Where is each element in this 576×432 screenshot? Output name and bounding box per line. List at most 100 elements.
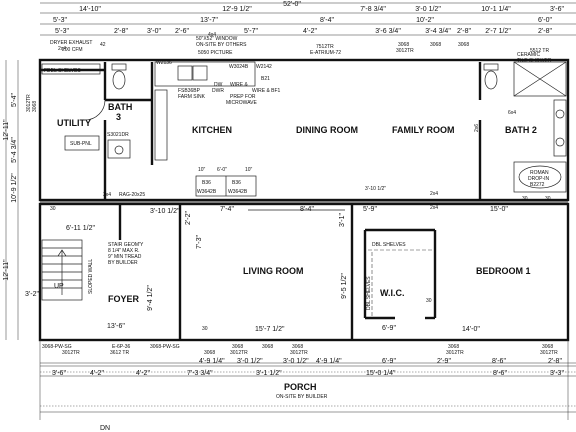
- dryer-cfm: 200 CFM: [62, 47, 83, 53]
- dim-bot-a2: 4'-2": [90, 370, 104, 377]
- left-dimensions: 5'-4" 12'-11" 5'-4 3/4" 10'-9 1/2" 12'-1…: [3, 60, 39, 340]
- dim-7-3: 7'-3": [196, 235, 203, 249]
- door-bot-6: 3068: [232, 344, 243, 350]
- b21-label: B21: [261, 76, 270, 82]
- dim-top2-1: 5'-3": [53, 17, 67, 24]
- door-bot-8: 3068: [262, 344, 273, 350]
- door-left-2: 3068: [32, 101, 38, 112]
- room-family: FAMILY ROOM: [392, 125, 455, 135]
- misc-30-5: 30: [545, 196, 551, 202]
- door-bot-13: 3068: [542, 344, 553, 350]
- roman-1: ROMAN: [530, 170, 549, 176]
- room-living: LIVING ROOM: [243, 266, 304, 276]
- dim-bot-b7: 8'-6": [492, 358, 506, 365]
- b36-a: B36: [202, 180, 211, 186]
- dim-bot-a1: 3'-6": [52, 370, 66, 377]
- porch-label: PORCH: [284, 382, 317, 392]
- door-top-2: 3012TR: [396, 48, 414, 54]
- utility-zone: DRYER EXHAUST 200 CFM FDBL SHELVES UTILI…: [41, 40, 132, 159]
- misc-2x6: 2x6: [474, 124, 480, 132]
- dim-top3-2: 2'-8": [114, 28, 128, 35]
- b36-b: B36: [232, 180, 241, 186]
- room-wic: W.I.C.: [380, 288, 405, 298]
- stair-geom-3: 9" MIN TREAD: [108, 254, 142, 260]
- wire1-label: WIRE &: [230, 82, 248, 88]
- dim-left-1: 5'-4": [11, 93, 18, 107]
- interior-walls: [40, 62, 482, 340]
- dim-bot-a4: 7'-3 3/4": [187, 370, 213, 377]
- cab-dim-3: 10": [245, 167, 253, 173]
- dim-bot-a5: 3'-1 1/2": [256, 370, 282, 377]
- s3021-label: S3021DR: [107, 132, 129, 138]
- rag-label: RAG-20x25: [119, 192, 145, 198]
- door-top-3: 3068: [430, 42, 441, 48]
- micro-label: MICROWAVE: [226, 100, 257, 106]
- room-bath2: BATH 2: [505, 125, 537, 135]
- window-label: 50"X52" WINDOW: [196, 36, 238, 42]
- shower-label-1: CERAMIC: [517, 52, 540, 58]
- misc-30-4: 30: [50, 206, 56, 212]
- dryer-label: DRYER EXHAUST: [50, 40, 92, 46]
- wire2-label: WIRE & BF1: [252, 88, 281, 94]
- dw-label: DW: [214, 82, 223, 88]
- dim-bot-a6: 15'-0 1/4": [366, 370, 396, 377]
- dim-top-1: 14'-10": [79, 6, 101, 13]
- prep-label: PREP FOR: [230, 94, 256, 100]
- w3642-a: W3642B: [197, 189, 217, 195]
- dim-bot-b3: 3'-0 1/2": [283, 358, 309, 365]
- dim-6-9: 6'-9": [382, 325, 396, 332]
- lower-rooms: LIVING ROOM FOYER BEDROOM 1 W.I.C. DBL S…: [41, 192, 531, 316]
- dim-top2-4: 10'-2": [416, 17, 434, 24]
- dim-bot-a8: 3'-3": [550, 370, 564, 377]
- misc-2x4-2: 2x4: [430, 205, 438, 211]
- dim-bot-b5: 6'-9": [382, 358, 396, 365]
- w2142-label: W2142: [256, 64, 272, 70]
- door-bot-11: 3068: [448, 344, 459, 350]
- dining-family-zone: DINING ROOM FAMILY ROOM 7512TR E-ATRIUM-…: [296, 44, 455, 192]
- room-bath3-num: 3: [116, 112, 121, 122]
- w3642-b: W3642B: [228, 189, 248, 195]
- roman-3: B2272: [530, 182, 545, 188]
- onsite-label: ON-SITE BY OTHERS: [196, 42, 247, 48]
- door-bot-7: 3012TR: [230, 350, 248, 356]
- atrium-label: E-ATRIUM-72: [310, 50, 341, 56]
- dim-13-6: 13'-6": [107, 323, 125, 330]
- dwr-label: DWR: [212, 88, 224, 94]
- dim-14-0: 14'-0": [462, 326, 480, 333]
- dim-bot-a3: 4'-2": [136, 370, 150, 377]
- dim-top-4: 3'-0 1/2": [415, 6, 441, 13]
- dim-left-4: 10'-9 1/2": [11, 173, 18, 203]
- dim-2-2: 2'-2": [185, 211, 192, 225]
- dim-3-10-b: 3'-10 1/2": [150, 208, 180, 215]
- door-bot-15: 3068: [204, 350, 215, 356]
- door-bot-14: 3012TR: [540, 350, 558, 356]
- door-bot-9: 3068: [292, 344, 303, 350]
- dim-top-6: 3'-6": [550, 6, 564, 13]
- dim-bot-b8: 2'-8": [548, 358, 562, 365]
- dim-7-4: 7'-4": [220, 206, 234, 213]
- dim-top3-10: 2'-7 1/2": [485, 28, 511, 35]
- dim-left-5: 12'-11": [3, 259, 10, 281]
- misc-4x4: 4x4: [208, 32, 216, 38]
- stair-geom-1: STAIR GEOM'Y: [108, 242, 144, 248]
- misc-30-2: 30: [426, 298, 432, 304]
- dim-bot-b4: 4'-9 1/4": [316, 358, 342, 365]
- w3024b-label: W3024B: [229, 64, 249, 70]
- up-label: UP: [54, 283, 64, 290]
- dim-top3-1: 5'-3": [55, 28, 69, 35]
- door-top-1: 3068: [398, 42, 409, 48]
- dim-top2-5: 6'-0": [538, 17, 552, 24]
- room-dining: DINING ROOM: [296, 125, 358, 135]
- room-foyer: FOYER: [108, 294, 140, 304]
- kitchen-zone: 50"X52" WINDOW ON-SITE BY OTHERS 5050 PI…: [154, 36, 281, 197]
- cab-dim-1: 10": [198, 167, 206, 173]
- dim-top3-5: 5'-7": [244, 28, 258, 35]
- dim-bot-b6: 2'-9": [437, 358, 451, 365]
- dim-left-2: 12'-11": [3, 119, 10, 141]
- dim-top2-2: 13'-7": [200, 17, 218, 24]
- dim-3-1: 3'-1": [339, 213, 346, 227]
- dbl-shelves-2: DBL SHELVES: [366, 276, 372, 310]
- dim-top3-9: 2'-8": [457, 28, 471, 35]
- dim-5-9: 5'-9": [363, 206, 377, 213]
- dim-top3-11: 2'-8": [538, 28, 552, 35]
